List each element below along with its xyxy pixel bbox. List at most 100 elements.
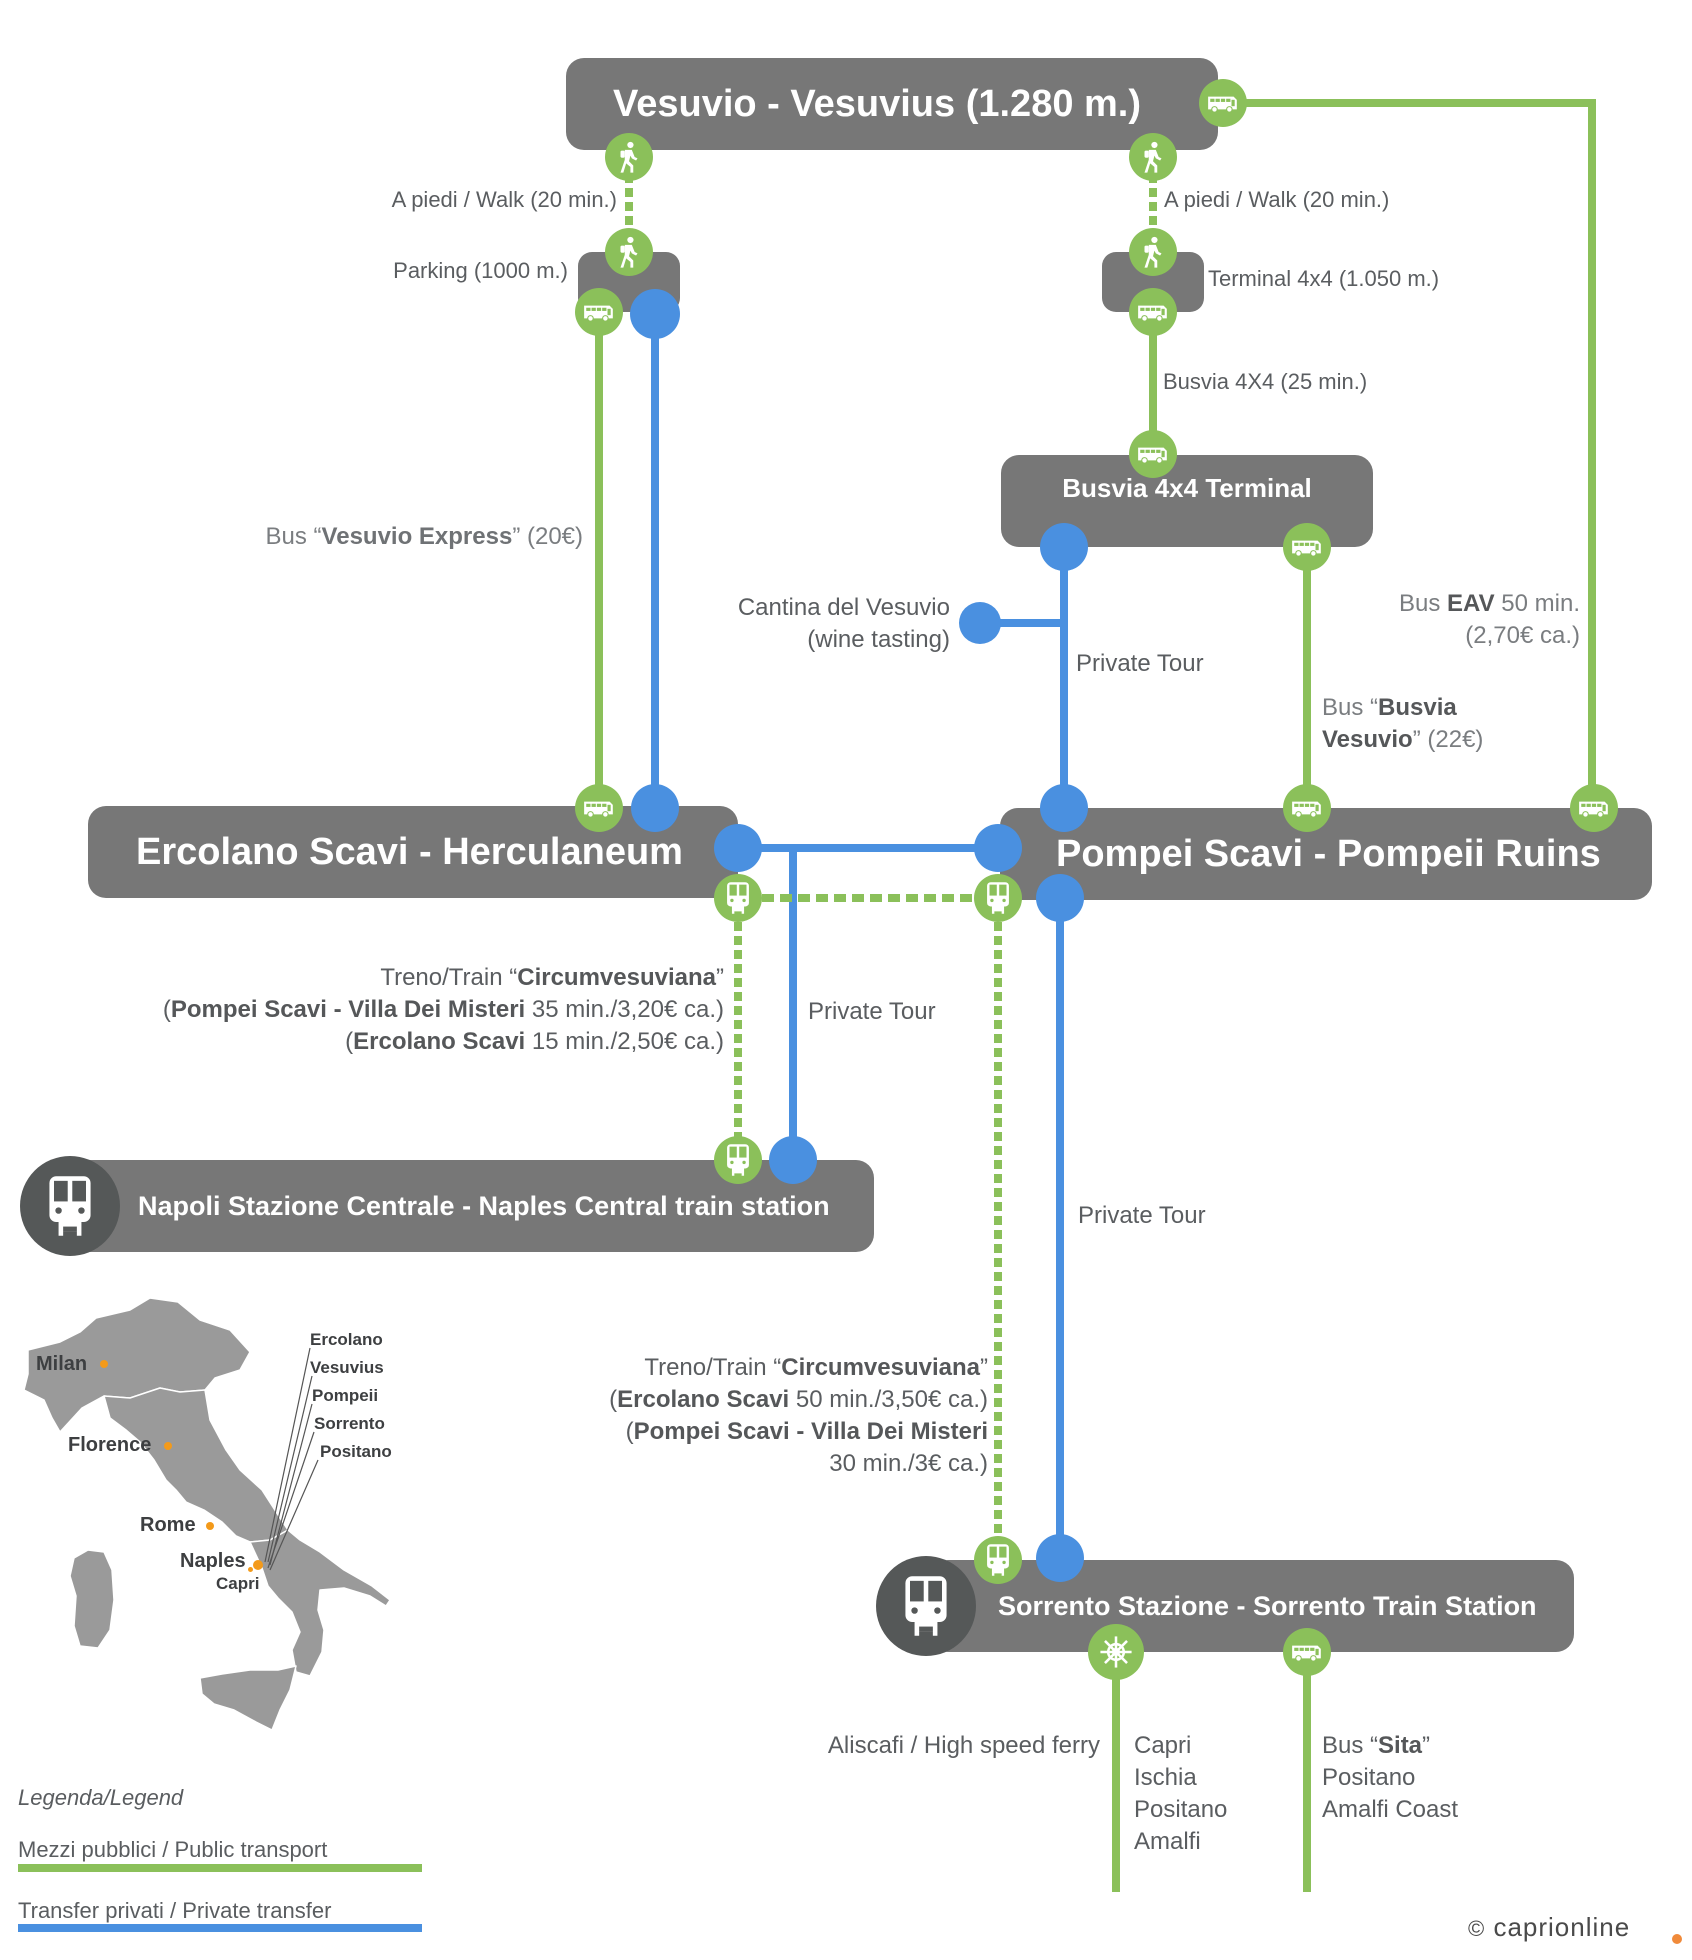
- walk-stop-parking[interactable]: [605, 228, 653, 276]
- bus-eav-price: (2,70€ ca.): [1465, 622, 1580, 649]
- private-stop-pompei-bottom[interactable]: [1036, 874, 1084, 922]
- copyright-symbol: ©: [1468, 1916, 1486, 1941]
- bus-stop-vesuvio-eav[interactable]: [1199, 79, 1247, 127]
- legend-title: Legenda/Legend: [18, 1785, 184, 1810]
- text-bold: Sita: [1378, 1732, 1423, 1759]
- map-region-center: [103, 1387, 289, 1543]
- bus-stop-pompei-busvia[interactable]: [1283, 784, 1331, 832]
- station-vesuvio-label: Vesuvio - Vesuvius (1.280 m.): [612, 82, 1142, 125]
- text: Bus “: [1322, 1732, 1379, 1759]
- train-stop-ercolano[interactable]: [714, 874, 762, 922]
- label-vesuvio-express: Bus “Vesuvio Express” (20€): [266, 521, 583, 553]
- label-cantina: Cantina del Vesuvio (wine tasting): [738, 592, 950, 656]
- text-bold: Circumvesuviana: [781, 1354, 980, 1381]
- bus-icon: [1290, 1635, 1324, 1669]
- private-stop-sorrento[interactable]: [1036, 1534, 1084, 1582]
- text-bold: Ercolano Scavi: [353, 1028, 526, 1055]
- bus-icon: [1577, 791, 1611, 825]
- bus-stop-sorrento-sita[interactable]: [1283, 1628, 1331, 1676]
- private-stop-pompei-left[interactable]: [974, 824, 1022, 872]
- train-stop-napoli[interactable]: [714, 1136, 762, 1184]
- bus-stop-parking[interactable]: [575, 288, 623, 336]
- private-stop-parking[interactable]: [630, 289, 680, 339]
- private-stop-pompei-top[interactable]: [1040, 784, 1088, 832]
- train-stop-sorrento[interactable]: [974, 1536, 1022, 1584]
- private-stop-ercolano-top[interactable]: [631, 784, 679, 832]
- line-train-ercolano-pompei: [762, 894, 974, 902]
- copyright: © caprionline: [1468, 1912, 1630, 1943]
- text: ”: [1422, 1732, 1431, 1759]
- bus-stop-busvia-terminal[interactable]: [1283, 523, 1331, 571]
- map-callout-lines: [264, 1347, 319, 1571]
- map-callout-pompeii: Pompeii: [312, 1386, 379, 1405]
- label-private-tour-sorrento: Private Tour: [1078, 1202, 1206, 1229]
- map-dot-rome: [206, 1522, 214, 1530]
- text: 50 min.: [1494, 590, 1580, 617]
- line-train-sorrento: [994, 922, 1002, 1534]
- cantina-line1: Cantina del Vesuvio: [737, 594, 950, 621]
- station-vesuvio[interactable]: Vesuvio - Vesuvius (1.280 m.): [566, 58, 1218, 150]
- walk-icon: [612, 235, 646, 269]
- label-busvia-vesuvio: Bus “Busvia Vesuvio” (22€): [1322, 692, 1483, 756]
- line-vesuvio-express: [595, 312, 603, 808]
- label-ferry: Aliscafi / High speed ferry: [827, 1732, 1100, 1759]
- walk-stop-terminal-4x4[interactable]: [1129, 228, 1177, 276]
- map-label-rome: Rome: [140, 1514, 196, 1536]
- station-ercolano-label: Ercolano Scavi - Herculaneum: [136, 830, 683, 873]
- walk-stop-vesuvio-right[interactable]: [1129, 133, 1177, 181]
- private-stop-cantina[interactable]: [959, 602, 1001, 644]
- line-bus-eav-top: [1223, 99, 1595, 107]
- train-icon: [721, 1143, 755, 1177]
- legend-public-line: [18, 1864, 422, 1872]
- text: ”: [980, 1354, 988, 1381]
- station-sorrento[interactable]: Sorrento Stazione - Sorrento Train Stati…: [930, 1560, 1574, 1652]
- line-private-ercolano-pompei: [738, 844, 998, 852]
- legend-private-label: Transfer privati / Private transfer: [18, 1898, 332, 1923]
- text: (: [625, 1418, 634, 1445]
- walk-stop-vesuvio-left[interactable]: [605, 133, 653, 181]
- station-ercolano[interactable]: Ercolano Scavi - Herculaneum: [88, 806, 738, 898]
- line-busvia-vesuvio: [1303, 547, 1311, 809]
- ferry-wheel-icon: [1099, 1635, 1133, 1669]
- private-stop-busvia-terminal[interactable]: [1040, 523, 1088, 571]
- bus-stop-pompei-eav[interactable]: [1570, 784, 1618, 832]
- line-ferry: [1112, 1650, 1120, 1892]
- sita-destination: Amalfi Coast: [1322, 1796, 1459, 1823]
- line-private-tour-sorrento: [1056, 898, 1064, 1558]
- walk-icon: [612, 140, 646, 174]
- station-pompei[interactable]: Pompei Scavi - Pompeii Ruins: [1000, 808, 1652, 900]
- label-walk-left: A piedi / Walk (20 min.): [391, 187, 617, 212]
- bus-icon: [582, 295, 616, 329]
- bus-stop-busvia-terminal-top[interactable]: [1129, 430, 1177, 478]
- ferry-destination: Capri: [1134, 1732, 1192, 1759]
- text: 35 min./3,20€ ca.): [525, 996, 724, 1023]
- sorrento-station-badge: [876, 1556, 976, 1656]
- line-bus-sita: [1303, 1650, 1311, 1892]
- bus-stop-terminal-4x4[interactable]: [1129, 288, 1177, 336]
- map-label-florence: Florence: [68, 1434, 152, 1456]
- private-stop-napoli[interactable]: [769, 1136, 817, 1184]
- private-stop-ercolano-right[interactable]: [714, 824, 762, 872]
- line-cantina-branch: [980, 619, 1064, 627]
- map-label-naples: Naples: [180, 1550, 246, 1572]
- text: Bus “: [1322, 694, 1379, 721]
- bus-icon: [582, 791, 616, 825]
- label-private-tour-napoli: Private Tour: [808, 998, 936, 1025]
- sita-destination: Positano: [1322, 1764, 1416, 1791]
- map-dot-naples: [253, 1560, 263, 1570]
- bus-icon: [1290, 791, 1324, 825]
- ferry-stop-sorrento[interactable]: [1088, 1624, 1144, 1680]
- bus-stop-ercolano[interactable]: [575, 784, 623, 832]
- label-bus-sita: Bus “Sita” Positano Amalfi Coast: [1322, 1730, 1458, 1826]
- copyright-brand: caprionline: [1493, 1912, 1631, 1942]
- train-stop-pompei[interactable]: [974, 874, 1022, 922]
- walk-icon: [1136, 140, 1170, 174]
- station-napoli-label: Napoli Stazione Centrale - Naples Centra…: [138, 1190, 830, 1221]
- text-bold: Pompei Scavi - Villa Dei Misteri: [633, 1418, 988, 1445]
- map-dot-milan: [100, 1360, 108, 1368]
- text-bold: EAV: [1447, 590, 1495, 617]
- train-icon: [981, 1543, 1015, 1577]
- text: Treno/Train “: [380, 964, 518, 991]
- map-callout-ercolano: Ercolano: [310, 1330, 383, 1349]
- text: 30 min./3€ ca.): [829, 1450, 988, 1477]
